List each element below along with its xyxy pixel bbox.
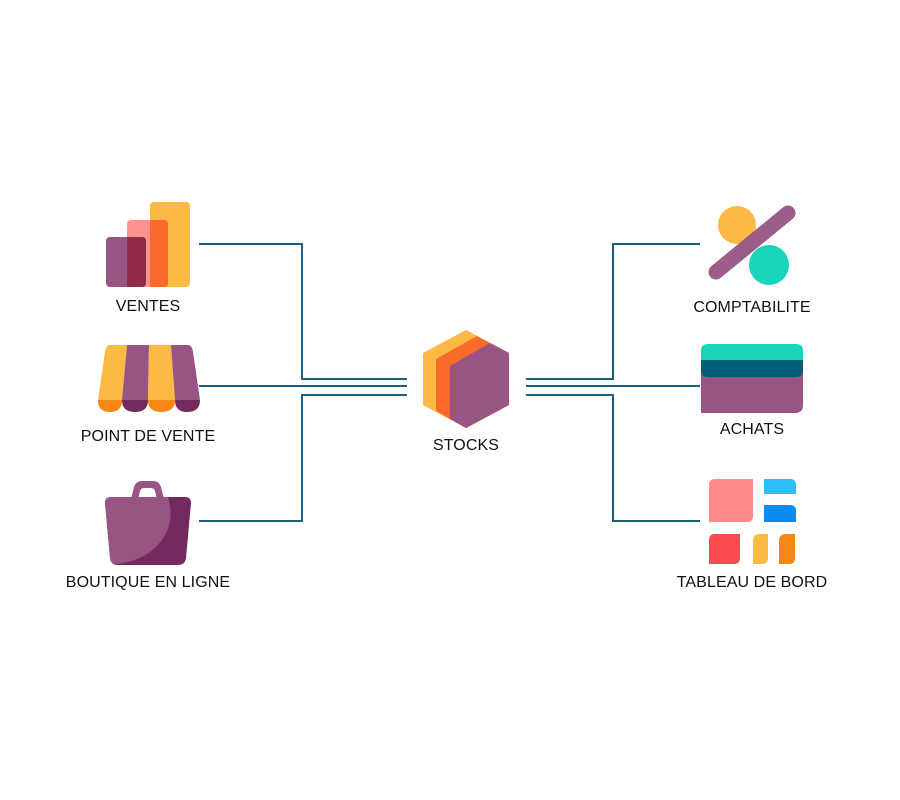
node-label-ventes: VENTES — [115, 298, 181, 315]
awning-store-icon[interactable] — [98, 345, 200, 412]
node-label-achats: ACHATS — [719, 421, 785, 438]
credit-card-icon[interactable] — [701, 344, 803, 413]
connectors — [199, 243, 700, 522]
percent-icon[interactable] — [708, 205, 796, 285]
connector-stocks-comptabilite — [526, 243, 700, 380]
bar-chart-icon[interactable] — [106, 202, 190, 287]
node-label-boutique-en-ligne: BOUTIQUE EN LIGNE — [65, 574, 231, 591]
shopping-bag-icon[interactable] — [105, 481, 191, 565]
node-label-comptabilite: COMPTABILITE — [693, 299, 811, 316]
node-label-point-de-vente: POINT DE VENTE — [80, 428, 216, 445]
node-label-stocks: STOCKS — [432, 437, 500, 454]
connector-ventes-stocks — [199, 243, 407, 380]
connector-stocks-tableau-de-bord — [526, 394, 700, 522]
node-label-tableau-de-bord: TABLEAU DE BORD — [676, 574, 828, 591]
hexagon-stack-icon[interactable] — [423, 330, 509, 428]
connector-boutique-en-ligne-stocks — [199, 394, 407, 522]
dashboard-tiles-icon[interactable] — [709, 479, 796, 564]
